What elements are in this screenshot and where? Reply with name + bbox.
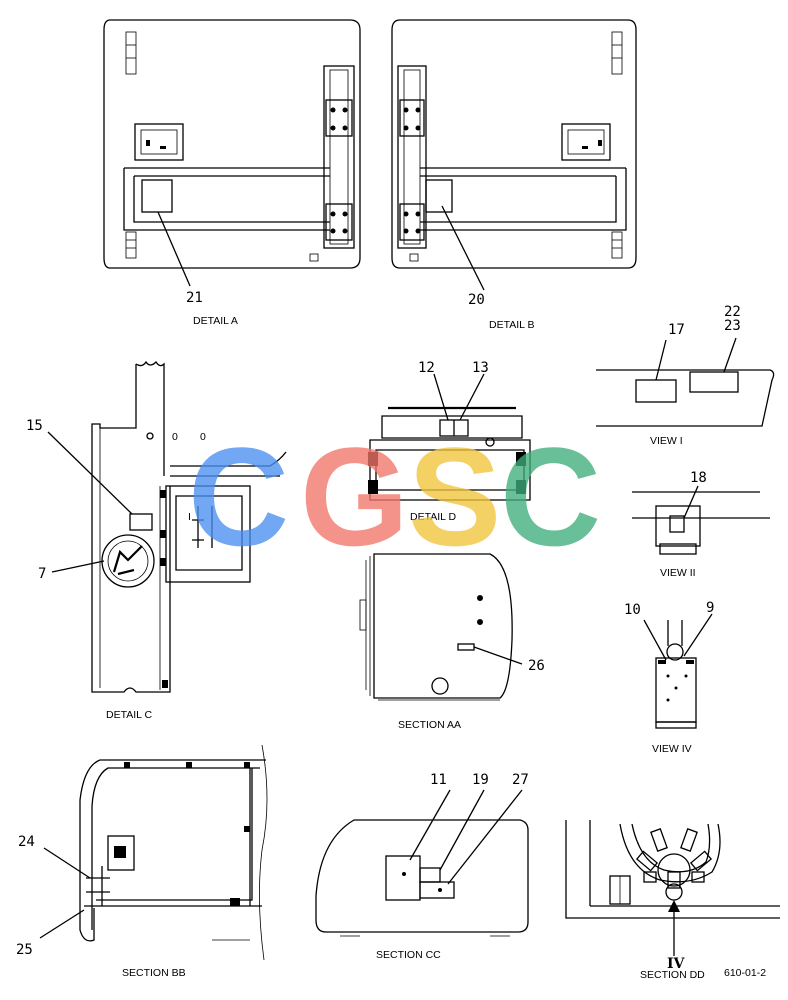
- svg-text:0: 0: [200, 431, 206, 443]
- section-dd-view: [565, 820, 780, 956]
- detail-c-label: DETAIL C: [106, 709, 153, 721]
- detail-b-view: [391, 19, 637, 291]
- detail-d-label: DETAIL D: [410, 511, 457, 523]
- detail-b-label: DETAIL B: [489, 319, 535, 331]
- watermark-letter-c2: C: [500, 418, 601, 575]
- section-bb-view: [39, 744, 268, 961]
- view-iv-label: VIEW IV: [652, 743, 692, 755]
- callout-19: 19: [472, 772, 489, 788]
- callout-13: 13: [472, 360, 489, 376]
- section-aa-label: SECTION AA: [398, 719, 461, 731]
- detail-d-view: [368, 373, 531, 501]
- callout-26: 26: [528, 658, 545, 674]
- callout-9: 9: [706, 600, 714, 616]
- detail-a-label: DETAIL A: [193, 315, 238, 327]
- callout-11: 11: [430, 772, 447, 788]
- view-ii-label: VIEW II: [660, 567, 696, 579]
- detail-a-view: [103, 19, 361, 287]
- section-aa-view: [359, 553, 523, 701]
- callout-15: 15: [26, 418, 43, 434]
- callout-21: 21: [186, 290, 203, 306]
- callout-10: 10: [624, 602, 641, 618]
- view-i-drawing: [596, 337, 775, 427]
- callout-18: 18: [690, 470, 707, 486]
- section-dd-label: SECTION DD: [640, 969, 705, 981]
- callout-20: 20: [468, 292, 485, 308]
- watermark-letter-g: G: [300, 418, 409, 575]
- section-dd-arrow-marker: IV: [667, 956, 686, 972]
- callout-27: 27: [512, 772, 529, 788]
- view-iv-drawing: [643, 613, 713, 729]
- callout-23: 23: [724, 318, 741, 334]
- detail-c-view: 0 0 I: [47, 360, 287, 693]
- view-ii-drawing: [632, 485, 770, 555]
- watermark-letter-s: S: [408, 418, 501, 575]
- section-cc-view: [315, 789, 529, 937]
- watermark-letter-c1: C: [188, 418, 289, 575]
- callout-22: 22: [724, 304, 741, 320]
- view-i-label: VIEW I: [650, 435, 683, 447]
- callout-12: 12: [418, 360, 435, 376]
- watermark: C G S C: [188, 418, 601, 575]
- callout-25: 25: [16, 942, 33, 958]
- svg-text:0: 0: [172, 431, 178, 443]
- callout-17: 17: [668, 322, 685, 338]
- callout-24: 24: [18, 834, 35, 850]
- section-cc-label: SECTION CC: [376, 949, 441, 961]
- callout-7: 7: [38, 566, 46, 582]
- drawing-number: 610-01-2: [724, 967, 766, 979]
- section-bb-label: SECTION BB: [122, 967, 186, 979]
- svg-text:I: I: [188, 511, 191, 523]
